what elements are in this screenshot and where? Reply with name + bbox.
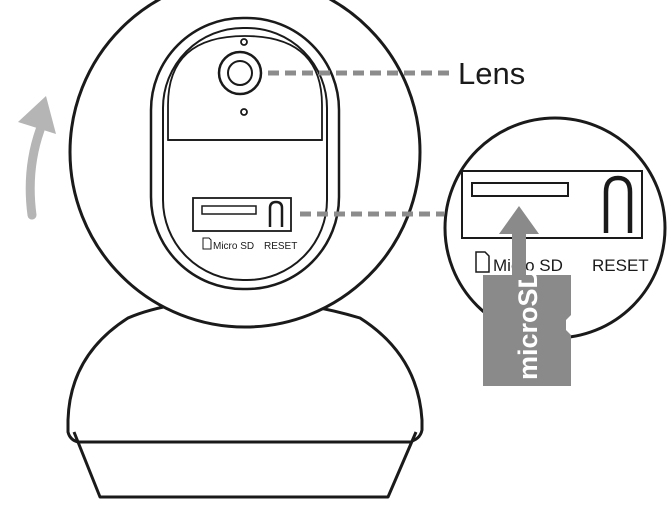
reset-button-zoom xyxy=(603,175,633,233)
slot-panel-small: Micro SD RESET xyxy=(192,197,297,252)
mic-dot-icon xyxy=(240,108,248,116)
micro-sd-label-small: Micro SD xyxy=(213,241,254,252)
micro-sd-slot-small xyxy=(201,205,257,215)
top-dot-icon xyxy=(240,38,248,46)
insert-arrow-icon xyxy=(499,206,539,280)
reset-label-zoom: RESET xyxy=(592,256,649,275)
camera-head: Micro SD RESET xyxy=(68,0,422,329)
lens-label: Lens xyxy=(458,56,525,91)
reset-label-small: RESET xyxy=(264,241,297,252)
micro-sd-card: microSD xyxy=(483,269,571,386)
camera-base xyxy=(66,298,424,499)
slot-panel-zoom xyxy=(461,170,643,239)
lens-callout: Lens xyxy=(268,56,525,91)
card-label: microSD xyxy=(513,269,543,380)
rotation-arrow-icon xyxy=(18,96,56,220)
reset-button-small xyxy=(268,200,284,227)
sd-card-icon xyxy=(202,237,212,250)
micro-sd-slot-zoom xyxy=(471,182,569,197)
zoom-detail: Micro SD RESET xyxy=(443,116,667,340)
sd-card-zoom-icon xyxy=(475,251,490,273)
lens-icon xyxy=(217,50,263,96)
micro-sd-label-zoom: Micro SD xyxy=(493,256,563,275)
